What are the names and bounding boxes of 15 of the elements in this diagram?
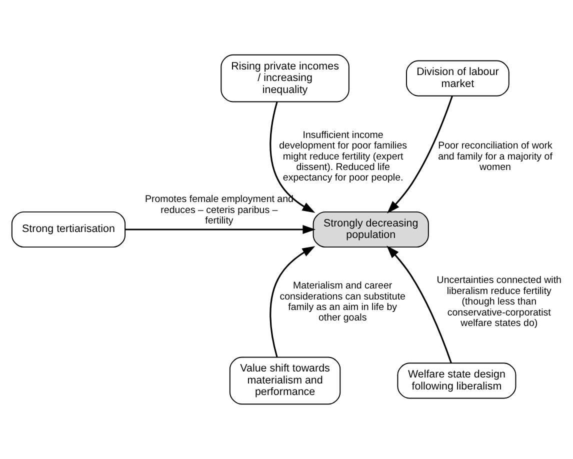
arrow [270, 246, 316, 358]
node-box: Welfare state design following liberalism [397, 362, 516, 399]
node-box: Value shift towards materialism and performance [229, 356, 341, 405]
edge-label: Uncertainties connected with liberalism reduce fertility (though less than conservative-corporatist welfare states do) [436, 275, 562, 330]
node-box: Rising private incomes / increasing inequality [220, 54, 350, 102]
node-box: Division of labour market [406, 60, 510, 96]
arrow [386, 246, 452, 364]
edge-label: Insufficient income development for poor families might reduce fertility (expert dissent). Reduced life expectancy for poor people. [279, 130, 408, 184]
arrow [387, 96, 453, 214]
arrow [125, 224, 316, 234]
edge-label: Materialism and career considerations can substitute family as an aim in life by other goals [280, 280, 406, 324]
edge-label: Poor reconciliation of work and family for a majority of women [438, 140, 552, 173]
node-box: Strongly decreasing population [312, 211, 429, 248]
arrow [270, 102, 316, 213]
node-box: Strong tertiarisation [11, 211, 126, 248]
